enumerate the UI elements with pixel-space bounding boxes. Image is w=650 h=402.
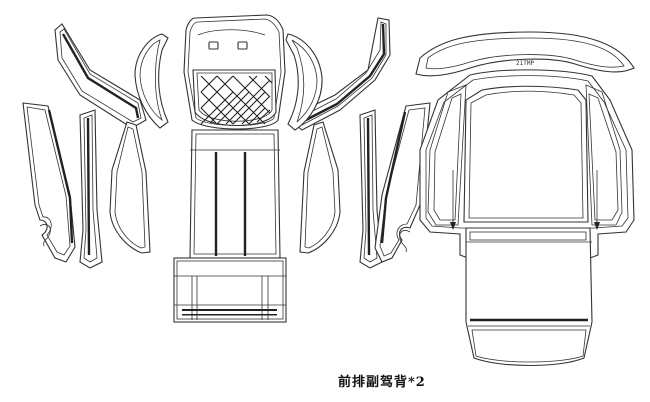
left-pillar-piece bbox=[79, 109, 103, 269]
right-pillar-piece bbox=[359, 109, 383, 269]
left-outer-strap-piece bbox=[54, 23, 147, 129]
back-shell-lower-panel bbox=[465, 227, 593, 366]
center-bottom-pocket-panel bbox=[173, 257, 287, 323]
right-side-wing-piece bbox=[374, 102, 431, 263]
diagram-caption: 前排副驾背*2 bbox=[338, 375, 426, 390]
left-inner-side-panel bbox=[109, 121, 151, 254]
center-back-lower-panel bbox=[189, 129, 281, 259]
right-curved-flap-piece bbox=[285, 33, 323, 131]
back-shell-center-window bbox=[463, 85, 589, 223]
part-code-label: 21TMP bbox=[516, 60, 534, 67]
left-wing-hook-detail bbox=[39, 224, 51, 247]
left-side-wing-piece bbox=[22, 102, 76, 263]
quilted-diamond-panel bbox=[192, 69, 277, 126]
left-curved-flap-piece bbox=[134, 33, 169, 129]
top-cap-piece: 21TMP bbox=[415, 31, 635, 77]
right-inner-side-panel bbox=[299, 121, 341, 254]
right-wing-hook-detail bbox=[399, 230, 411, 253]
